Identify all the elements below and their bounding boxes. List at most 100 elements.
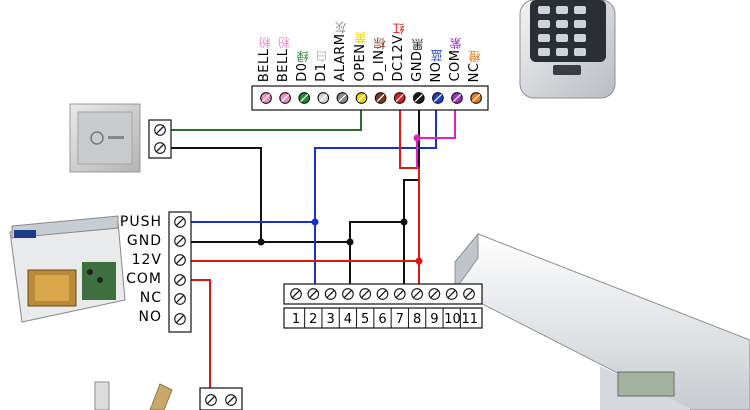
junction-gnd-3 xyxy=(400,218,408,226)
top-terminal-block xyxy=(251,85,489,111)
terminal-name: BELL xyxy=(276,48,292,82)
junction-gnd-1 xyxy=(257,238,265,246)
controller-number-2: 2 xyxy=(309,312,318,327)
top-terminal-label-10: NO蓝 xyxy=(428,48,444,82)
psu-label-gnd: GND xyxy=(126,233,162,249)
top-terminal-label-5: ALARM灰 xyxy=(333,21,349,82)
terminal-color-word: 粉 xyxy=(258,35,272,49)
com-wire xyxy=(417,98,456,139)
terminal-color-word: 灰 xyxy=(334,21,349,34)
controller-number-3: 3 xyxy=(326,312,335,327)
terminal-color-word: 棕 xyxy=(372,37,387,50)
power-controller-image xyxy=(454,232,750,410)
terminal-color-word: 黑 xyxy=(410,38,425,51)
psu-terminal-4 xyxy=(174,274,186,286)
controller-terminal-1 xyxy=(290,288,302,300)
lock-power-wire xyxy=(191,279,211,390)
top-terminal-4 xyxy=(317,92,330,104)
terminal-name: D_IN xyxy=(371,49,387,82)
psu-terminal-6 xyxy=(174,313,186,325)
power-supply-image xyxy=(9,215,126,323)
top-terminal-label-7: D_IN棕 xyxy=(371,37,387,82)
controller-terminal-4 xyxy=(342,288,354,300)
terminal-name: DC12V xyxy=(390,34,406,82)
exit-button-image xyxy=(69,103,141,173)
psu-terminal-1 xyxy=(174,216,186,228)
top-terminal-7 xyxy=(374,92,387,104)
dc12v-wire xyxy=(399,98,420,261)
lock-terminal-1 xyxy=(205,394,217,406)
top-terminal-label-1: BELL粉 xyxy=(257,35,272,82)
terminal-name: NO xyxy=(428,61,444,82)
controller-number-9: 9 xyxy=(430,312,439,327)
terminal-color-word: 绿 xyxy=(296,50,311,63)
terminal-name: BELL xyxy=(257,48,272,82)
psu-terminal-2 xyxy=(174,235,186,247)
psu-label-com: COM xyxy=(126,271,162,287)
controller-number-11: 11 xyxy=(461,312,479,327)
top-terminal-label-12: NC橙 xyxy=(467,49,483,82)
top-terminal-8 xyxy=(393,92,406,104)
terminal-color-word: 紫 xyxy=(449,37,463,50)
junction-magenta xyxy=(413,134,421,142)
no-wire xyxy=(314,98,437,222)
controller-terminal-5 xyxy=(359,288,372,300)
terminal-color-word: 粉 xyxy=(277,35,292,49)
controller-number-8: 8 xyxy=(412,312,422,327)
terminal-color-word: 红 xyxy=(391,22,406,35)
controller-terminal-10 xyxy=(445,288,458,300)
exit-gnd-wire xyxy=(171,147,262,242)
top-terminal-label-4: D1白 xyxy=(314,50,330,82)
junction-red xyxy=(415,257,423,265)
controller-number-5: 5 xyxy=(361,312,370,327)
psu-label-12v: 12V xyxy=(131,252,162,268)
psu-label-push: PUSH xyxy=(119,214,162,230)
psu-terminal-5 xyxy=(174,293,186,305)
controller-number-10: 10 xyxy=(444,312,461,327)
controller-terminal-11 xyxy=(463,288,475,300)
keypad-reader-image xyxy=(519,0,616,99)
psu-terminal-3 xyxy=(174,254,186,266)
top-terminal-label-6: OPEN黄 xyxy=(353,31,368,82)
terminal-name: GND xyxy=(409,50,425,82)
controller-number-1: 1 xyxy=(291,312,301,327)
psu-label-nc: NC xyxy=(139,290,162,306)
top-terminal-label-9: GND黑 xyxy=(409,38,425,82)
terminal-color-word: 黄 xyxy=(353,31,368,44)
controller-terminal-8 xyxy=(411,288,423,300)
terminal-name: D0 xyxy=(295,62,311,82)
top-terminal-6 xyxy=(355,92,368,104)
controller-terminal-2 xyxy=(307,288,320,300)
controller-terminal-3 xyxy=(324,288,337,300)
controller-terminal-7 xyxy=(393,288,406,300)
terminal-name: COM xyxy=(448,49,463,82)
controller-number-7: 7 xyxy=(395,312,404,327)
top-terminal-10 xyxy=(432,92,444,104)
controller-terminal-6 xyxy=(376,288,389,300)
terminal-color-word: 橙 xyxy=(468,49,483,63)
top-terminal-label-3: D0绿 xyxy=(295,50,311,82)
terminal-name: D1 xyxy=(314,62,330,82)
junction-gnd-2 xyxy=(346,238,354,246)
gnd-riser-wire xyxy=(349,98,420,242)
top-terminal-5 xyxy=(336,92,349,104)
junction-blue xyxy=(311,218,319,226)
top-terminal-label-11: COM紫 xyxy=(448,37,463,82)
terminal-name: ALARM xyxy=(333,33,349,82)
controller-number-4: 4 xyxy=(343,312,353,327)
top-terminal-label-8: DC12V红 xyxy=(390,22,406,82)
top-terminal-1 xyxy=(260,92,272,104)
magnetic-lock-image xyxy=(94,381,173,410)
top-terminal-label-2: BELL粉 xyxy=(276,35,292,82)
terminal-name: NC xyxy=(467,62,483,82)
controller-terminal-9 xyxy=(428,288,441,300)
top-terminal-11 xyxy=(451,92,463,104)
exit-terminal-1 xyxy=(154,124,166,136)
controller-number-6: 6 xyxy=(378,312,387,327)
controller-number-strip xyxy=(283,307,483,329)
top-terminal-12 xyxy=(470,92,482,104)
top-terminal-3 xyxy=(298,92,311,104)
psu-label-no: NO xyxy=(138,309,162,325)
terminal-color-word: 蓝 xyxy=(429,48,444,62)
